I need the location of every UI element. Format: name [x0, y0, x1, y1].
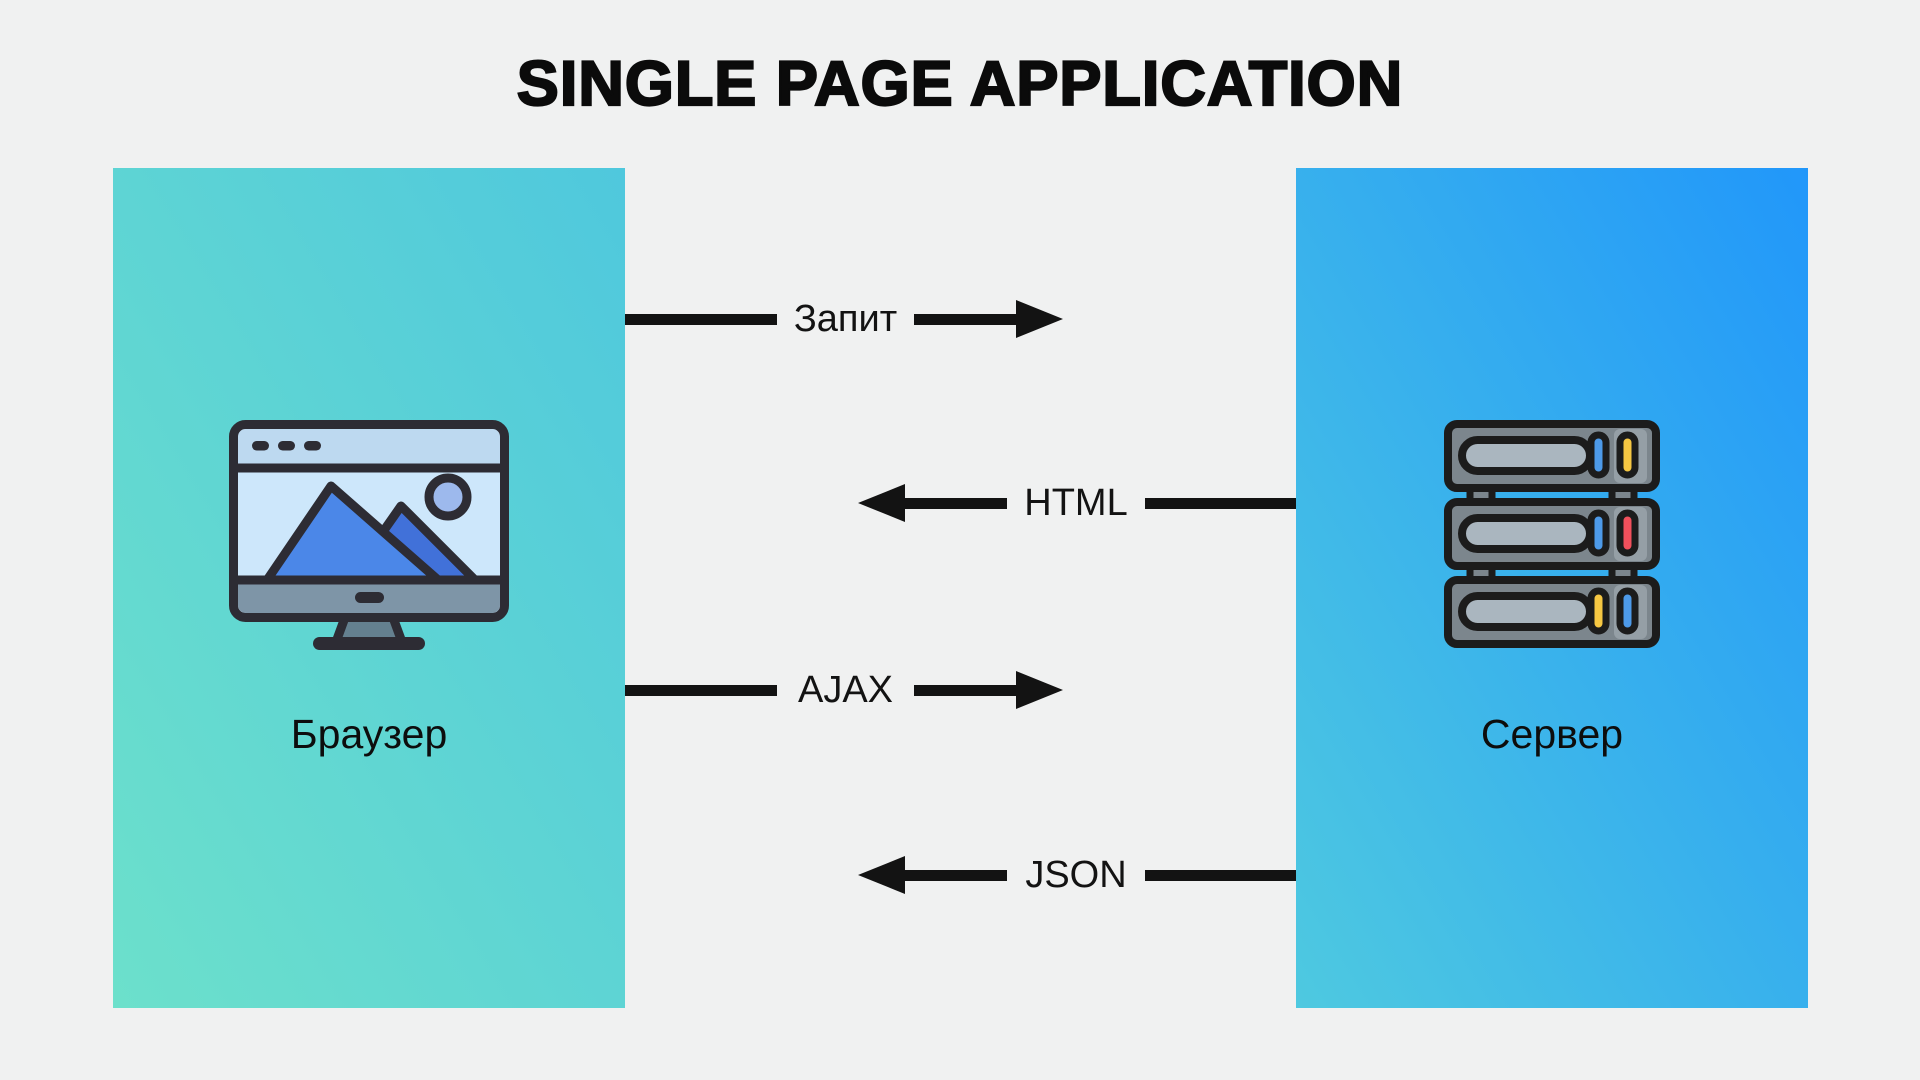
server-icon-svg: [1444, 420, 1660, 648]
json-arrow-line-end: [1144, 869, 1296, 881]
json-arrow-label: JSON: [1025, 853, 1127, 896]
monitor-with-image-icon: [229, 420, 509, 659]
ajax-arrow-label: AJAX: [797, 668, 894, 711]
monitor-icon-svg: [229, 420, 509, 650]
request-arrow-segment: [913, 300, 1063, 338]
browser-label: Браузер: [290, 711, 448, 757]
request-arrow-line-end: [913, 313, 1016, 325]
ajax-arrow-segment: [913, 671, 1063, 709]
json-arrow-segment: [858, 856, 1007, 894]
html-arrow-label: HTML: [1024, 481, 1128, 524]
html-arrow-line-start: [905, 497, 1007, 509]
arrowhead-right-icon: [1015, 671, 1063, 709]
json-arrow-line-start: [905, 869, 1007, 881]
json-arrow: JSON: [858, 852, 1296, 898]
request-arrow-label: Запит: [793, 297, 898, 340]
page-title: SINGLE PAGE APPLICATION: [516, 48, 1404, 120]
ajax-arrow: AJAX: [625, 667, 1063, 713]
arrowhead-right-icon: [1015, 300, 1063, 338]
server-rack-icon: [1444, 420, 1660, 657]
arrowhead-left-icon: [858, 484, 905, 522]
arrowhead-left-icon: [858, 856, 905, 894]
html-arrow-segment: [858, 484, 1007, 522]
server-label: Сервер: [1480, 711, 1624, 757]
ajax-arrow-line-start: [625, 684, 777, 696]
browser-panel: Браузер: [113, 168, 625, 1008]
server-panel: Сервер: [1296, 168, 1808, 1008]
request-arrow-line-start: [625, 313, 777, 325]
html-arrow: HTML: [858, 480, 1296, 526]
ajax-arrow-line-end: [913, 684, 1016, 696]
html-arrow-line-end: [1144, 497, 1296, 509]
request-arrow: Запит: [625, 296, 1063, 342]
